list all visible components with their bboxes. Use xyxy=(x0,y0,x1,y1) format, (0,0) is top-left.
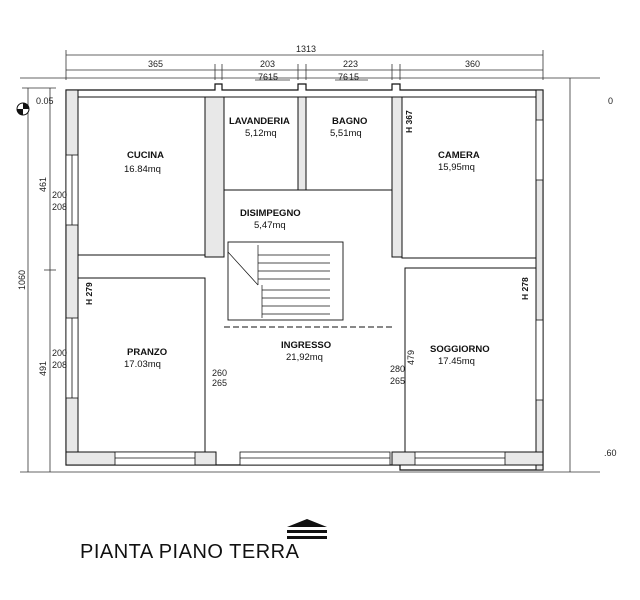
room-name-camera: CAMERA xyxy=(438,150,480,161)
room-area-ingresso: 21,92mq xyxy=(286,352,323,363)
height-pranzo: H 279 xyxy=(84,282,94,305)
dimension-lines xyxy=(20,50,600,473)
dim-small-3: 76 xyxy=(338,72,348,82)
dim-top-2: 203 xyxy=(260,59,275,69)
page-title: PIANTA PIANO TERRA xyxy=(80,541,300,563)
dim-left-upper: 461 xyxy=(38,177,48,192)
dim-top-4: 360 xyxy=(465,59,480,69)
level-bottom-right: .60 xyxy=(604,448,617,458)
dim-door-left-1: 260 xyxy=(212,368,227,378)
dim-door-right-2: 265 xyxy=(390,376,405,386)
wall-mass xyxy=(65,89,544,471)
dim-pranzo-win-2: 208 xyxy=(52,360,67,370)
room-area-soggiorno: 17.45mq xyxy=(438,356,475,367)
room-area-lavanderia: 5,12mq xyxy=(245,128,277,139)
dim-cucina-win-2: 208 xyxy=(52,202,67,212)
dim-door-right-1: 280 xyxy=(390,364,405,374)
dim-small-1: 76 xyxy=(258,72,268,82)
height-soggiorno: H 278 xyxy=(520,277,530,300)
dim-top-1: 365 xyxy=(148,59,163,69)
dim-pranzo-win-1: 200 xyxy=(52,348,67,358)
height-camera: H 367 xyxy=(404,110,414,133)
room-name-bagno: BAGNO xyxy=(332,116,367,127)
dim-left-total: 1060 xyxy=(17,270,27,290)
room-name-cucina: CUCINA xyxy=(127,150,164,161)
dim-top-3: 223 xyxy=(343,59,358,69)
dim-door-left-2: 265 xyxy=(212,378,227,388)
room-name-disimpegno: DISIMPEGNO xyxy=(240,208,301,219)
room-name-pranzo: PRANZO xyxy=(127,347,167,358)
windows xyxy=(65,119,544,466)
level-top-right: 0 xyxy=(608,96,613,106)
dim-cucina-win-1: 200 xyxy=(52,190,67,200)
room-area-disimpegno: 5,47mq xyxy=(254,220,286,231)
staircase xyxy=(227,245,330,318)
room-area-camera: 15,95mq xyxy=(438,162,475,173)
dim-left-lower: 491 xyxy=(38,361,48,376)
room-name-ingresso: INGRESSO xyxy=(281,340,331,351)
room-area-pranzo: 17.03mq xyxy=(124,359,161,370)
room-name-lavanderia: LAVANDERIA xyxy=(229,116,290,127)
section-marker-icon xyxy=(287,519,327,539)
dim-small-2: 15 xyxy=(268,72,278,82)
room-area-cucina: 16.84mq xyxy=(124,164,161,175)
dim-soggiorno-height: 479 xyxy=(406,350,416,365)
dim-overall: 1313 xyxy=(296,44,316,54)
room-area-bagno: 5,51mq xyxy=(330,128,362,139)
room-name-soggiorno: SOGGIORNO xyxy=(430,344,490,355)
level-marker-icon xyxy=(16,102,30,116)
level-top-left: 0.05 xyxy=(36,96,54,106)
dim-small-4: 15 xyxy=(349,72,359,82)
